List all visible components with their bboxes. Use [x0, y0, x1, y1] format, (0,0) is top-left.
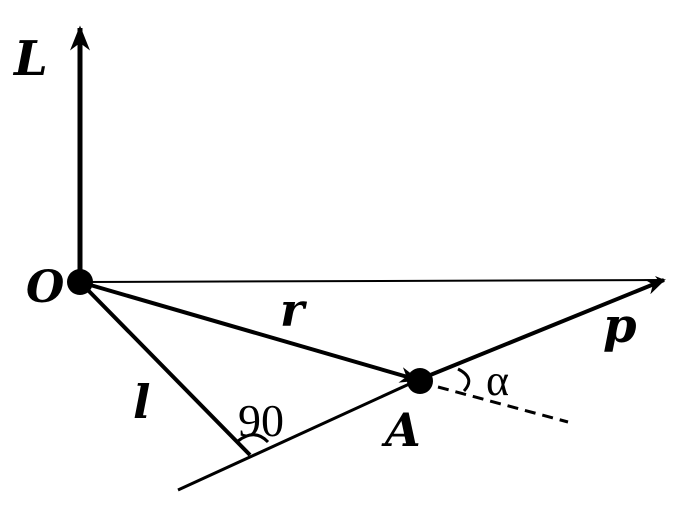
horizontal-axis-line: [79, 276, 665, 285]
label-right-angle: 90: [238, 395, 284, 446]
right-angle-arc: [237, 433, 270, 444]
label-L: L: [12, 31, 48, 87]
label-O: O: [26, 262, 64, 313]
label-p: p: [603, 298, 637, 354]
point-O: [67, 269, 93, 295]
point-A: [407, 368, 433, 394]
l-lever-arm-line: [78, 280, 252, 457]
line-of-action-lower: [177, 378, 419, 492]
label-alpha: α: [486, 356, 509, 405]
label-A: A: [381, 403, 421, 457]
r-vector-line: [79, 280, 420, 383]
label-r: r: [280, 283, 308, 337]
r-extension-dashed-line: [437, 385, 569, 424]
p-vector-line: [417, 278, 666, 382]
label-l: l: [133, 375, 150, 429]
alpha-angle-arc: [457, 367, 471, 393]
